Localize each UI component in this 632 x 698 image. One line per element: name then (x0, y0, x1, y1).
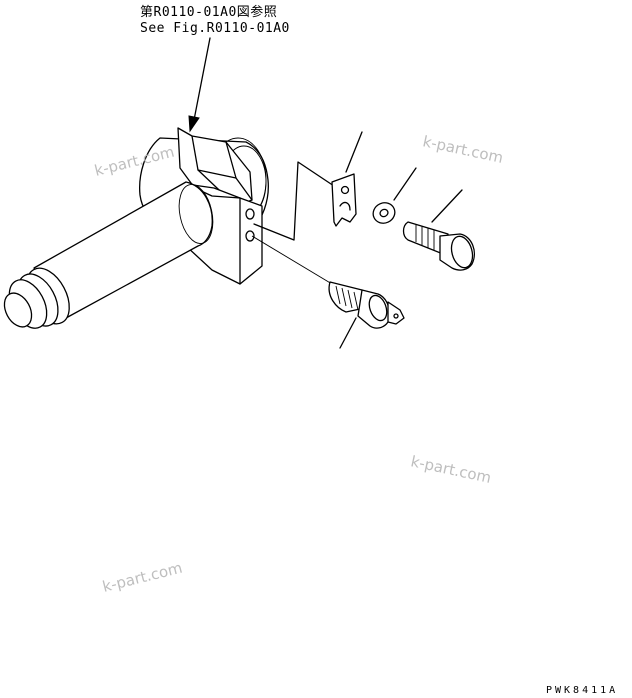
bolt-right-leader (431, 189, 463, 223)
reference-label-en: See Fig.R0110-01A0 (140, 21, 290, 36)
shaft-assembly (3, 127, 269, 329)
lead-wire (253, 161, 335, 241)
watermark: k-part.com (421, 132, 505, 167)
reference-label-jp: 第R0110-01A0図参照 (140, 4, 277, 20)
clip-leader (345, 131, 363, 173)
watermark: k-part.com (409, 452, 493, 487)
sensor-axis-line (251, 235, 333, 285)
mount-hole-lower (245, 230, 255, 242)
reference-leader-arrow (188, 37, 211, 133)
wire-clip (331, 173, 357, 227)
washer-leader (393, 167, 417, 201)
drawing-code: PWK8411A (546, 685, 618, 696)
bolt-right (402, 221, 475, 271)
sensor-bolt-leader (339, 317, 357, 349)
shaft-body (33, 181, 213, 319)
shaft-end-cap (3, 292, 33, 328)
sensor-bolt (328, 281, 405, 329)
washer (372, 202, 396, 224)
watermark: k-part.com (101, 559, 185, 596)
mount-hole-upper (245, 208, 255, 220)
